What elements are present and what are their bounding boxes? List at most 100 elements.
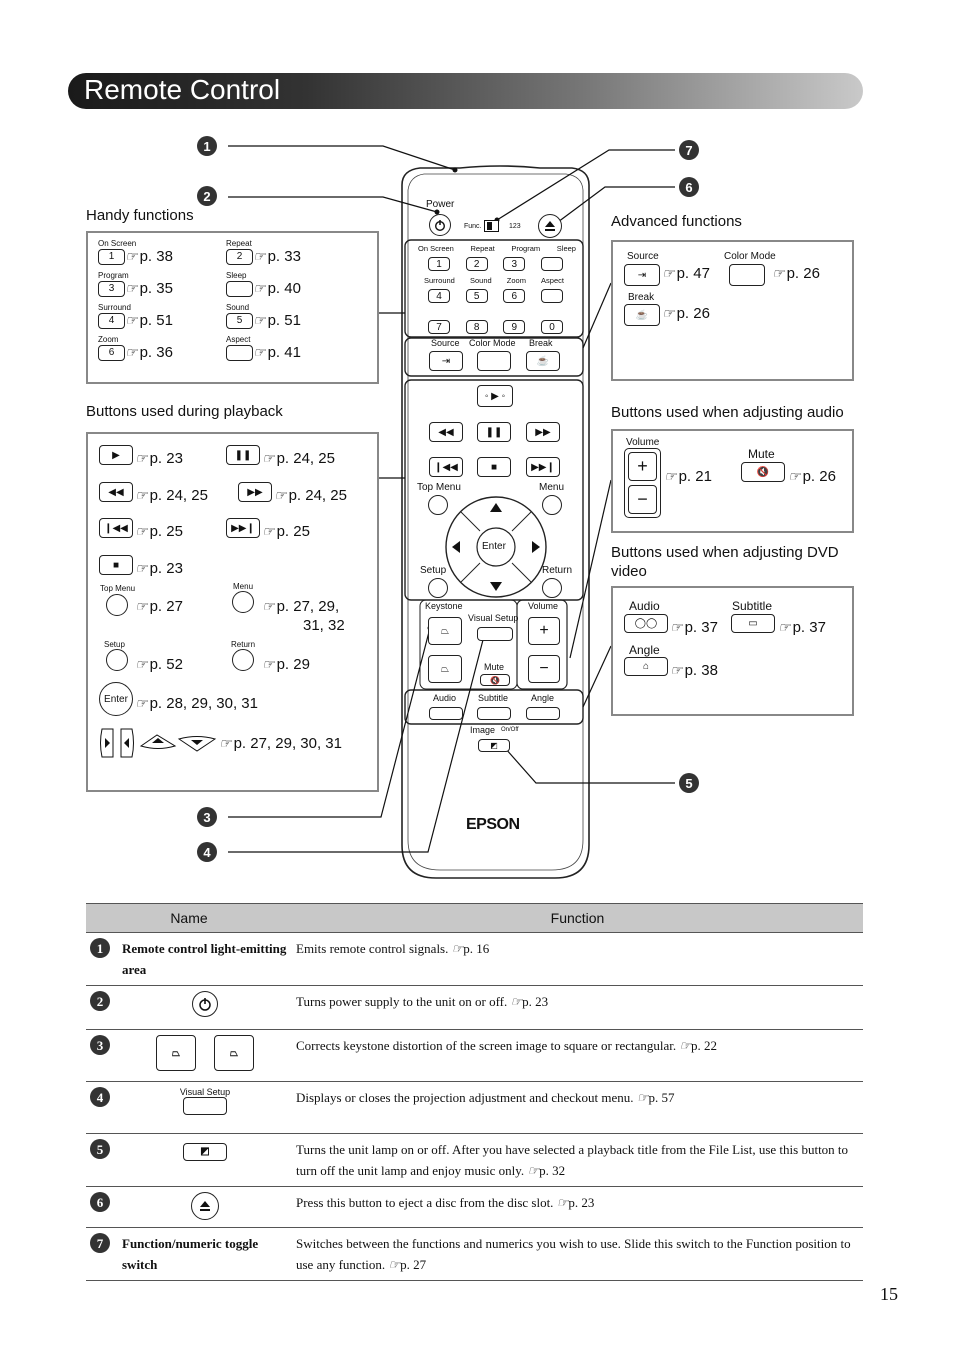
key-8[interactable]: 8 [465, 320, 488, 334]
adv-source-icon: ⇥ [624, 264, 660, 286]
top-menu-ref: ☞p. 27 [135, 598, 183, 615]
label-surround: Surround [424, 276, 455, 285]
menu-ref: ☞p. 27, 29, [262, 598, 340, 615]
remote-enter-button[interactable]: Enter [482, 541, 506, 552]
header-name: Name [86, 903, 292, 933]
keystone-down-icon: ⏢ [214, 1035, 254, 1071]
key-4[interactable]: 4 [428, 289, 450, 303]
callout-4: 4 [197, 842, 217, 862]
remote-eject-button[interactable] [538, 214, 562, 238]
key-6[interactable]: 6 [503, 289, 526, 303]
label-program: Program [511, 244, 541, 253]
visual-setup-label: Visual Setup [179, 1087, 231, 1097]
keystone-down-icon: ⏢ [441, 663, 449, 675]
diagram-lines [228, 145, 675, 879]
remote-rewind-button[interactable]: ◀◀ [429, 422, 463, 442]
remote-angle-button[interactable] [526, 707, 560, 720]
handy-functions-box [86, 231, 379, 384]
stop-icon: ■ [99, 555, 133, 575]
label-repeat: Repeat [470, 244, 495, 253]
play-icon: ▶ [99, 445, 133, 465]
power-icon [435, 220, 445, 231]
pause-ref: ☞p. 24, 25 [262, 450, 335, 467]
skip-back-ref: ☞p. 25 [135, 523, 183, 540]
adv-source-label: Source [627, 251, 659, 262]
remote-audio-button[interactable] [429, 707, 463, 720]
remote-pause-button[interactable]: ❚❚ [477, 422, 511, 442]
dvd-subtitle-ref: ☞p. 37 [778, 619, 826, 636]
row-name: Remote control light-emitting area [118, 932, 292, 986]
remote-keystone-down-button[interactable]: ⏢ [428, 655, 462, 683]
key-5[interactable]: 5 [465, 289, 488, 303]
direction-arrows-icon [100, 728, 217, 758]
fast-forward-ref: ☞p. 24, 25 [274, 487, 347, 504]
eject-icon [191, 1192, 219, 1220]
image-icon: ◩ [183, 1142, 227, 1161]
remote-image-button[interactable]: ◩ [478, 739, 510, 752]
adv-break-label: Break [628, 292, 655, 303]
epson-logo: EPSON [466, 816, 520, 833]
volume-up-icon: + [628, 452, 657, 481]
skip-back-icon: ❙◀◀ [434, 461, 458, 473]
break-icon: ☕ [536, 355, 550, 367]
return-label: Return [231, 640, 256, 649]
table-row: 1 Remote control light-emitting area Emi… [86, 932, 863, 986]
playback-box [86, 432, 379, 792]
remote-keystone-up-button[interactable]: ⏢ [428, 617, 462, 645]
remote-mute-button[interactable]: 🔇 [480, 674, 510, 686]
key-repeat-2: 2 [226, 248, 253, 265]
top-menu-button-icon [106, 594, 128, 616]
remote-return-button[interactable] [542, 578, 562, 598]
remote-source-button[interactable]: ⇥ [429, 351, 463, 371]
remote-skip-back-button[interactable]: ❙◀◀ [429, 457, 463, 477]
key-9[interactable]: 9 [503, 320, 526, 334]
label-break: Break [529, 338, 553, 348]
page-number: 15 [880, 1284, 898, 1304]
dvd-angle-label: Angle [629, 643, 660, 657]
remote-volume-up-button[interactable]: + [528, 617, 560, 645]
key-3[interactable]: 3 [503, 257, 526, 271]
dvd-angle-ref: ☞p. 38 [670, 662, 718, 679]
power-icon [192, 991, 218, 1017]
row-function: Displays or closes the projection adjust… [292, 1081, 863, 1134]
mute-icon: 🔇 [741, 462, 785, 482]
row-function: Corrects keystone distortion of the scre… [292, 1029, 863, 1082]
key-surround-4: 4 [98, 312, 125, 329]
remote-skip-forward-button[interactable]: ▶▶❙ [526, 457, 560, 477]
remote-break-button[interactable]: ☕ [526, 351, 560, 371]
remote-fast-forward-button[interactable]: ▶▶ [526, 422, 560, 442]
advanced-functions-box [611, 240, 854, 381]
volume-down-icon: − [628, 485, 657, 514]
remote-volume-down-button[interactable]: − [528, 655, 560, 683]
fast-forward-icon: ▶▶ [238, 482, 272, 502]
key-1[interactable]: 1 [428, 257, 450, 271]
func-toggle-switch[interactable] [484, 220, 499, 232]
remote-stop-button[interactable]: ■ [477, 457, 511, 477]
remote-color-mode-button[interactable] [477, 351, 511, 371]
key-sleep[interactable] [540, 257, 563, 271]
remote-menu-button[interactable] [542, 495, 562, 515]
key-0[interactable]: 0 [540, 320, 563, 334]
remote-top-menu-button[interactable] [428, 495, 448, 515]
remote-visual-setup-button[interactable] [477, 627, 513, 641]
table-row: 7 Function/numeric toggle switch Switche… [86, 1227, 863, 1281]
callout-6: 6 [90, 1192, 110, 1212]
remote-subtitle-button[interactable] [477, 707, 511, 720]
audio-volume-label: Volume [626, 437, 660, 448]
key-2[interactable]: 2 [465, 257, 488, 271]
label-on-off: On/Off [501, 727, 519, 733]
dvd-subtitle-label: Subtitle [732, 599, 773, 613]
label-menu: Menu [539, 482, 565, 493]
key-aspect[interactable] [540, 289, 563, 303]
callout-7: 7 [679, 140, 699, 160]
source-icon: ⇥ [441, 355, 451, 367]
row-name [118, 1186, 292, 1228]
remote-setup-button[interactable] [428, 578, 448, 598]
label-aspect: Aspect [541, 276, 564, 285]
function-table: Name Function 1 Remote control light-emi… [86, 903, 863, 1281]
remote-play-button[interactable]: ◦ ▶ ◦ [477, 385, 513, 407]
table-row: 6 Press this button to eject a disc from… [86, 1186, 863, 1228]
remote-power-button[interactable] [429, 214, 451, 236]
key-7[interactable]: 7 [428, 320, 450, 334]
